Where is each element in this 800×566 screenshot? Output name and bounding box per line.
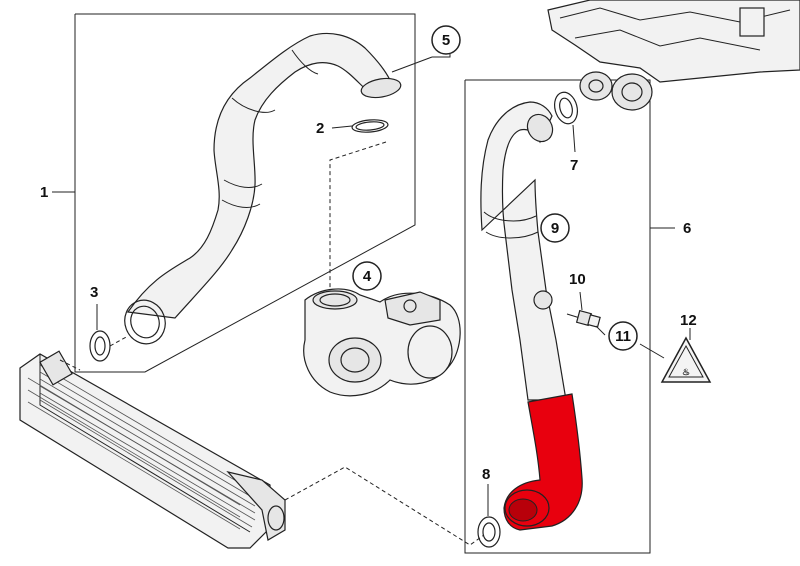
gasket-3: [89, 330, 111, 362]
sensor-10: [566, 309, 601, 328]
intercooler: [19, 350, 286, 549]
o-ring-2: [351, 119, 389, 133]
gasket-8: [477, 516, 501, 548]
callout-9-circle: [540, 213, 570, 243]
callout-3: 3: [90, 284, 98, 301]
callout-12: 12: [680, 312, 697, 329]
leader-lines: [59, 40, 691, 546]
callout-8: 8: [482, 466, 490, 483]
warning-label-12: ♨: [660, 336, 712, 383]
callout-11: 11: [615, 328, 631, 345]
callouts: 1 2 3 4 5 6 7 8 9 10 11 12: [40, 25, 697, 483]
svg-text:♨: ♨: [682, 367, 690, 377]
charge-pipe-9: [480, 101, 583, 531]
callout-5-circle: [431, 25, 461, 55]
group-1-frame: [52, 13, 416, 373]
engine-intake-assembly: [547, 0, 800, 111]
callout-4-circle: [352, 261, 382, 291]
callout-1: 1: [40, 184, 48, 201]
callout-11-circle: [608, 321, 638, 351]
callout-2: 2: [316, 120, 324, 137]
callout-10: 10: [569, 271, 586, 288]
gasket-7: [553, 91, 579, 125]
callout-7: 7: [570, 157, 578, 174]
callout-9: 9: [551, 220, 559, 237]
callout-5: 5: [442, 32, 450, 49]
callout-4: 4: [363, 268, 372, 285]
upper-charge-air-hose: [124, 32, 402, 345]
callout-6: 6: [683, 220, 691, 237]
turbocharger-4: [303, 288, 461, 397]
